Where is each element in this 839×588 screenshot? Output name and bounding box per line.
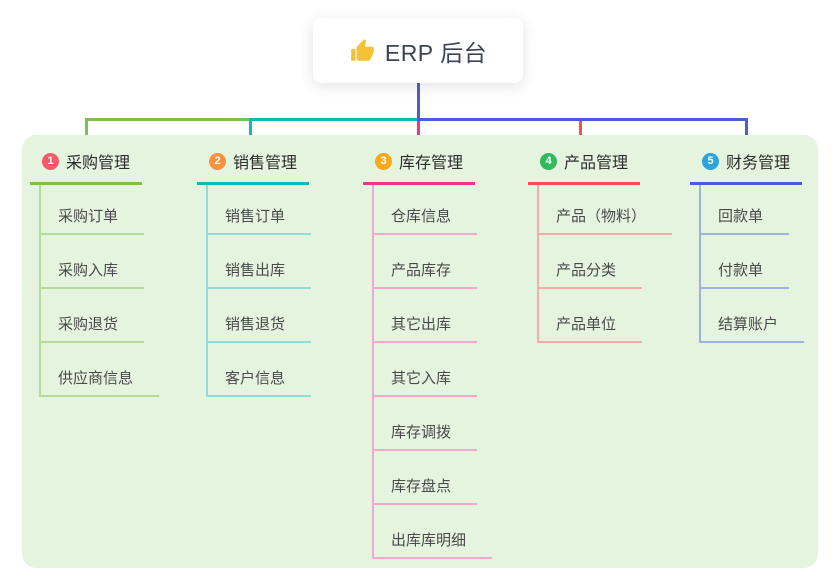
branch-finance: 5 财务管理回款单付款单结算账户: [690, 149, 805, 343]
leaf-list: 仓库信息产品库存其它出库其它入库库存调拨库存盘点出库库明细: [372, 185, 493, 559]
leaf-list: 销售订单销售出库销售退货客户信息: [206, 185, 312, 397]
leaf-node[interactable]: 产品库存: [374, 235, 478, 289]
branch-sales: 2 销售管理销售订单销售出库销售退货客户信息: [197, 149, 312, 397]
branch-label: 财务管理: [726, 155, 791, 172]
leaf-node[interactable]: 回款单: [701, 185, 790, 235]
branch-number-badge: 3: [375, 152, 392, 170]
leaf-node[interactable]: 出库库明细: [374, 505, 493, 559]
leaf-node[interactable]: 其它入库: [374, 343, 478, 397]
leaf-node[interactable]: 库存调拨: [374, 397, 478, 451]
thumbs-up-icon: [349, 38, 375, 64]
branch-node-sales[interactable]: 2 销售管理: [197, 149, 310, 185]
leaf-node[interactable]: 销售订单: [208, 185, 312, 235]
branch-number-badge: 2: [209, 152, 226, 170]
leaf-node[interactable]: 采购退货: [41, 289, 145, 343]
leaf-node[interactable]: 产品单位: [539, 289, 643, 343]
leaf-node[interactable]: 采购入库: [41, 235, 145, 289]
branch-label: 库存管理: [399, 155, 464, 172]
leaf-list: 产品（物料）产品分类产品单位: [537, 185, 673, 343]
leaf-node[interactable]: 结算账户: [701, 289, 805, 343]
branch-label: 采购管理: [66, 155, 131, 172]
branch-product: 4 产品管理产品（物料）产品分类产品单位: [528, 149, 673, 343]
branch-label: 产品管理: [564, 155, 629, 172]
leaf-node[interactable]: 产品分类: [539, 235, 643, 289]
leaf-list: 采购订单采购入库采购退货供应商信息: [39, 185, 160, 397]
branch-node-finance[interactable]: 5 财务管理: [690, 149, 803, 185]
connector-horizontal-segment: [417, 118, 748, 121]
leaf-node[interactable]: 付款单: [701, 235, 790, 289]
leaf-node[interactable]: 供应商信息: [41, 343, 160, 397]
leaf-list: 回款单付款单结算账户: [699, 185, 805, 343]
leaf-node[interactable]: 采购订单: [41, 185, 145, 235]
leaf-node[interactable]: 产品（物料）: [539, 185, 673, 235]
branch-node-product[interactable]: 4 产品管理: [528, 149, 641, 185]
branch-inventory: 3 库存管理仓库信息产品库存其它出库其它入库库存调拨库存盘点出库库明细: [363, 149, 493, 559]
leaf-node[interactable]: 销售退货: [208, 289, 312, 343]
connector-horizontal-segment: [249, 118, 418, 121]
connector-root-stem: [417, 83, 420, 118]
branches-panel: 1 采购管理采购订单采购入库采购退货供应商信息 2 销售管理销售订单销售出库销售退货客…: [22, 135, 818, 568]
leaf-node[interactable]: 销售出库: [208, 235, 312, 289]
root-node[interactable]: ERP 后台: [313, 18, 523, 83]
branch-number-badge: 1: [42, 152, 59, 170]
leaf-node[interactable]: 库存盘点: [374, 451, 478, 505]
branch-label: 销售管理: [233, 155, 298, 172]
connector-horizontal-segment: [85, 118, 250, 121]
leaf-node[interactable]: 客户信息: [208, 343, 312, 397]
branch-number-badge: 5: [702, 152, 719, 170]
branch-number-badge: 4: [540, 152, 557, 170]
branch-node-inventory[interactable]: 3 库存管理: [363, 149, 476, 185]
branch-node-purchase[interactable]: 1 采购管理: [30, 149, 143, 185]
root-title: ERP 后台: [384, 39, 488, 66]
branch-purchase: 1 采购管理采购订单采购入库采购退货供应商信息: [30, 149, 160, 397]
leaf-node[interactable]: 仓库信息: [374, 185, 478, 235]
leaf-node[interactable]: 其它出库: [374, 289, 478, 343]
